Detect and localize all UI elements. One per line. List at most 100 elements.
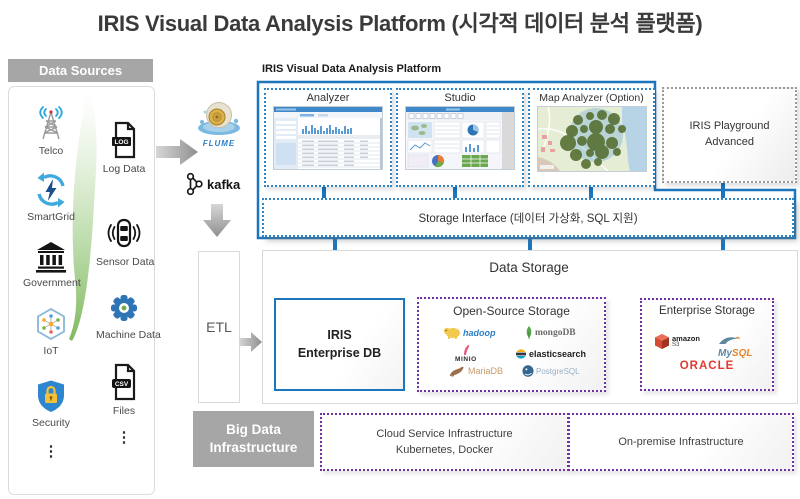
playground-box: IRIS Playground Advanced [662,87,797,183]
studio-screenshot [405,106,515,170]
amazon-s3-logo: amazon S3 [654,333,700,350]
hadoop-elephant-icon [443,327,460,339]
storage-interface-label: Storage Interface (데이터 가상화, SQL 지원) [418,212,638,225]
kafka-label: kafka [207,176,241,192]
storage-interface-box: Storage Interface (데이터 가상화, SQL 지원) [262,198,794,237]
elasticsearch-icon [515,349,527,359]
data-sources-header: Data Sources [8,59,153,82]
iris-enterprise-db-box: IRIS Enterprise DB [274,298,405,391]
mariadb-label: MariaDB [468,366,504,376]
source-security: Security [23,377,79,429]
smartgrid-icon [37,172,65,208]
minio-bird-icon [463,344,470,355]
source-iot: IoT [23,305,79,357]
source-files: CSV Files [96,361,152,417]
source-smartgrid: SmartGrid [23,171,79,223]
hadoop-label: hadoop [463,327,496,338]
kafka-icon [186,172,203,196]
elasticsearch-logo: elasticsearch [515,348,586,360]
security-shield-icon [38,380,64,412]
minio-logo: MINIO [455,344,477,363]
open-source-storage-box: Open-Source Storage hadoop mongoDB MINIO [417,297,606,392]
mysql-logo: MySQL [718,336,752,361]
studio-title: Studio [444,92,476,104]
sensor-car-icon [107,218,141,248]
cloud-line2: Kubernetes, Docker [395,444,494,456]
postgresql-label: PostgreSQL [536,366,580,376]
source-label: Telco [38,145,64,157]
enterprise-title: Enterprise Storage [659,305,755,317]
more-sources-left: ⋮ [43,443,59,460]
postgresql-logo: PostgreSQL [522,365,580,377]
mongodb-logo: mongoDB [525,326,576,339]
etl-box: ETL [198,251,240,403]
big-data-line2: Infrastructure [209,440,298,455]
csv-file-icon: CSV [112,363,136,401]
mysql-my-label: My [718,348,732,359]
oracle-logo: ORACLE [642,360,772,372]
page-title: IRIS Visual Data Analysis Platform (시각적 … [97,11,703,36]
mariadb-seal-icon [449,366,464,377]
open-source-title: Open-Source Storage [453,304,570,318]
cloud-line1: Cloud Service Infrastructure [376,427,513,440]
analyzer-title: Analyzer [306,92,350,104]
arrow-etl-to-storage [239,332,262,352]
minio-label: MINIO [455,356,477,363]
arrow-sources-to-platform [156,139,198,165]
arrow-kafka-to-etl [203,204,231,237]
flume-icon [198,102,240,135]
source-label: Files [112,405,136,417]
source-label: Sensor Data [96,256,155,268]
iot-icon [37,307,65,341]
elasticsearch-label: elasticsearch [529,349,587,359]
kafka-logo: kafka [186,172,246,196]
government-icon [36,242,66,273]
oracle-label: ORACLE [679,360,735,372]
log-file-icon: LOG [112,121,136,159]
flume-label: FLUME [202,139,236,148]
mongodb-leaf-icon [526,326,532,339]
data-storage-title: Data Storage [489,260,569,275]
onpremise-infrastructure-box: On-premise Infrastructure [568,413,794,471]
etl-label: ETL [206,319,232,335]
platform-label: IRIS Visual Data Analysis Platform [262,63,442,75]
amazon-s3-label: S3 [672,342,680,349]
source-log-data: LOG Log Data [96,119,152,175]
big-data-infrastructure-box: Big Data Infrastructure [193,411,314,467]
enterprise-storage-box: Enterprise Storage amazon S3 MySQL ORACL… [640,298,774,391]
mysql-sql-label: SQL [731,348,753,359]
telco-tower-icon [39,106,63,140]
source-label: Log Data [102,163,146,175]
source-sensor-data: Sensor Data [96,214,155,268]
green-swoosh [69,93,97,341]
iris-db-line1: IRIS [327,328,352,342]
data-sources-panel: Telco SmartGrid [8,86,161,495]
amazon-label: amazon [672,333,700,343]
source-label: Security [32,417,70,429]
playground-line2: Advanced [705,136,754,148]
map-analyzer-screenshot [536,106,647,172]
source-label: Machine Data [96,329,161,341]
iris-db-line2: Enterprise DB [297,345,382,360]
source-label: Government [23,277,81,289]
studio-box: Studio [396,88,524,187]
mongodb-label: mongoDB [535,327,576,338]
source-telco: Telco [23,105,79,157]
more-sources-right: ⋮ [116,429,132,446]
cloud-infrastructure-box: Cloud Service Infrastructure Kubernetes,… [320,413,569,471]
map-analyzer-box: Map Analyzer (Option) [528,88,655,187]
map-analyzer-title: Map Analyzer (Option) [539,92,644,104]
big-data-line1: Big Data [226,422,281,438]
amazon-s3-cube-icon [655,334,669,349]
analyzer-screenshot [273,106,383,170]
mariadb-logo: MariaDB [449,365,503,377]
svg-text:CSV: CSV [115,381,129,388]
postgresql-icon [522,365,534,377]
mysql-dolphin-icon [719,336,740,344]
source-label: SmartGrid [27,211,75,223]
flume-logo: FLUME [190,100,248,148]
svg-text:LOG: LOG [114,139,128,146]
source-government: Government [23,237,81,289]
onprem-label: On-premise Infrastructure [618,435,744,448]
